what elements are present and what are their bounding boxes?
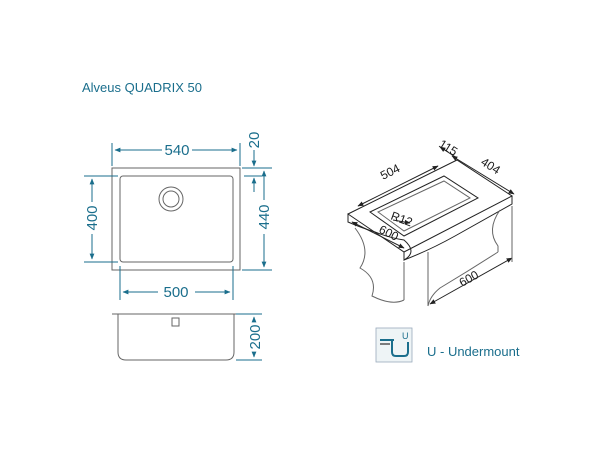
dim-label-200: 200 <box>247 324 264 349</box>
iso-view: 115 504 404 R12 600 600 <box>347 137 515 307</box>
radius-leader <box>392 219 411 225</box>
worktop-top-surface <box>347 159 513 253</box>
dim-label-400: 400 <box>84 205 101 230</box>
dim-line-600-side <box>429 257 513 305</box>
sink-outer-outline <box>111 167 241 271</box>
dim-label-504: 504 <box>378 161 402 183</box>
dim-label-115: 115 <box>436 137 460 159</box>
side-view: 200 <box>112 313 264 361</box>
top-view: 540 20 400 440 500 <box>84 132 273 301</box>
drain-inner-circle <box>162 190 180 208</box>
legend-label: U - Undermount <box>427 344 520 359</box>
drain-outer-circle <box>158 186 184 212</box>
side-bowl-outline <box>117 314 235 361</box>
dim-label-540: 540 <box>164 142 189 159</box>
dim-label-440: 440 <box>256 204 273 229</box>
undermount-icon: U <box>375 327 413 363</box>
dim-label-600-side: 600 <box>457 268 482 290</box>
legend: U U - Undermount <box>375 327 520 363</box>
overflow-detail <box>171 317 180 327</box>
dim-label-20: 20 <box>246 132 263 149</box>
sink-cutout-inner <box>377 180 472 232</box>
cabinet-left-wavy <box>354 227 405 303</box>
dim-line-600-front <box>351 221 405 249</box>
undermount-icon-letter: U <box>402 331 409 341</box>
dim-label-600-front: 600 <box>377 222 401 244</box>
sink-bowl-outline <box>119 175 234 263</box>
dim-line-404 <box>451 155 515 195</box>
dim-line-504 <box>357 165 439 207</box>
diagram-title: Alveus QUADRIX 50 <box>82 80 202 95</box>
cabinet-right-wavy <box>492 209 501 252</box>
dim-label-500: 500 <box>163 284 188 301</box>
